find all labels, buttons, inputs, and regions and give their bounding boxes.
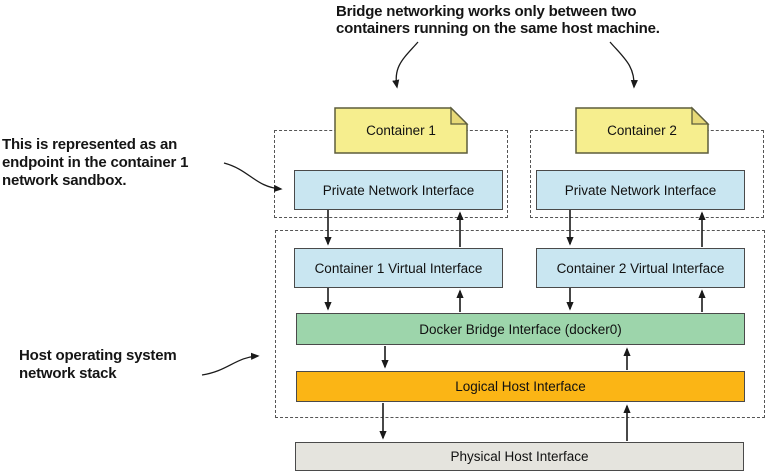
docker-bridge-interface-box: Docker Bridge Interface (docker0) [296, 313, 745, 345]
logical-host-interface-label: Logical Host Interface [455, 379, 586, 394]
container2-note: Container 2 [576, 108, 708, 153]
bridge-networking-annotation: Bridge networking works only between two… [336, 3, 660, 37]
endpoint-annotation: This is represented as an endpoint in th… [2, 136, 189, 189]
container2-note-shape [575, 106, 710, 154]
container1-virtual-interface-label: Container 1 Virtual Interface [314, 260, 483, 276]
private-network-interface-2-box: Private Network Interface [536, 170, 745, 210]
logical-host-interface-box: Logical Host Interface [296, 371, 745, 402]
container1-virtual-interface-box: Container 1 Virtual Interface [294, 248, 503, 288]
note-fold-corner [450, 106, 469, 125]
pointer-hoststack-to-hostbox [201, 352, 260, 376]
note-fold-corner [691, 106, 710, 125]
pointer-endpointnote-to-private1 [223, 162, 283, 193]
container1-note: Container 1 [335, 108, 467, 153]
container2-virtual-interface-label: Container 2 Virtual Interface [556, 260, 725, 276]
physical-host-interface-box: Physical Host Interface [295, 442, 744, 471]
container1-note-label: Container 1 [366, 123, 436, 138]
docker-bridge-interface-label: Docker Bridge Interface (docker0) [419, 321, 622, 337]
physical-host-interface-label: Physical Host Interface [450, 449, 589, 464]
host-network-stack-annotation: Host operating system network stack [19, 347, 177, 382]
container2-note-label: Container 2 [607, 123, 677, 138]
host-network-stack-outline [275, 230, 765, 418]
pointer-bridgenote-to-container1 [392, 41, 419, 89]
pointer-bridgenote-to-container2 [609, 41, 638, 89]
private-network-interface-1-box: Private Network Interface [294, 170, 503, 210]
private-network-interface-1-label: Private Network Interface [322, 182, 475, 198]
private-network-interface-2-label: Private Network Interface [564, 182, 717, 198]
container2-virtual-interface-box: Container 2 Virtual Interface [536, 248, 745, 288]
container1-note-shape [334, 106, 469, 154]
